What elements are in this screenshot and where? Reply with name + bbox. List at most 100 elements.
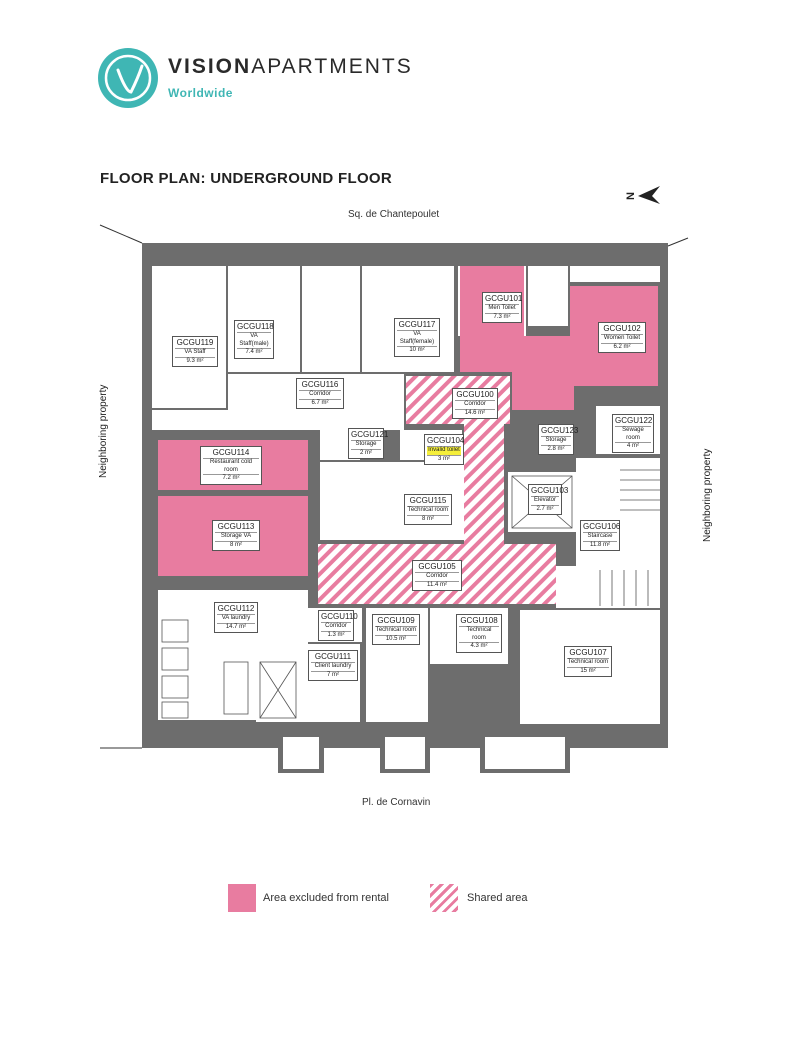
room-area: 8 m²: [407, 514, 449, 524]
room-area: 7.3 m²: [485, 312, 519, 322]
room-name: VA Staff(female): [397, 330, 437, 346]
room-area: 15 m²: [567, 666, 609, 676]
room-area: 7 m²: [311, 670, 355, 680]
room-area: 2.7 m²: [531, 504, 559, 514]
room-id: GCGU102: [603, 324, 641, 333]
room-name: Restaurant cold room: [203, 458, 259, 474]
room-id: GCGU106: [583, 522, 621, 531]
room-area: 2.8 m²: [541, 444, 571, 454]
room-id: GCGU110: [321, 612, 358, 621]
room-area: 11.8 m²: [583, 540, 617, 550]
room-id: GCGU119: [176, 338, 214, 347]
room-area: 4 m²: [615, 442, 651, 451]
room-id: GCGU103: [531, 486, 569, 495]
room-name: Technical room: [407, 506, 449, 513]
legend-label-excluded: Area excluded from rental: [263, 892, 389, 904]
room-name: Corridor: [299, 390, 341, 399]
room-name: Women Toilet: [601, 334, 643, 343]
room-id: GCGU111: [314, 652, 352, 661]
room-name: Storage: [351, 440, 381, 449]
legend-label-shared: Shared area: [467, 892, 528, 904]
room-id: GCGU105: [418, 562, 456, 571]
room-id: GCGU112: [217, 604, 255, 613]
room-area: 10.5 m²: [375, 634, 417, 644]
svg-text:N: N: [625, 192, 637, 200]
room-id: GCGU117: [398, 320, 436, 329]
area-shared-corridor-link: [464, 424, 504, 550]
area-excluded-corridor: [512, 336, 574, 410]
room-name: VA Staff: [175, 348, 215, 357]
room-id: GCGU115: [409, 496, 447, 505]
room-name: Technical room: [375, 626, 417, 633]
room-id: GCGU104: [427, 436, 465, 445]
room-name: Corridor: [455, 400, 495, 409]
room-id: GCGU121: [351, 430, 389, 439]
room-name: VA laundry: [217, 614, 255, 623]
room-name: Storage: [541, 436, 571, 445]
room-id: GCGU118: [237, 322, 274, 331]
room-id: GCGU101: [485, 294, 523, 303]
room-id: GCGU123: [541, 426, 579, 435]
room-area: 4.3 m²: [459, 642, 499, 651]
room-area: 11.4 m²: [415, 580, 459, 590]
compass-icon: N: [624, 184, 664, 206]
room-id: GCGU107: [569, 648, 607, 657]
room-area: 10 m²: [397, 346, 437, 355]
room-area: 3 m²: [427, 454, 461, 464]
logo-icon: [98, 48, 158, 108]
legend-swatch-excluded: [228, 884, 256, 912]
room-id: GCGU114: [212, 448, 250, 457]
room-name: Sewage room: [615, 426, 651, 442]
room-name: Storage VA: [215, 532, 257, 541]
room-name: Technical room: [459, 626, 499, 642]
room-name: Client laundry: [311, 662, 355, 671]
legend-swatch-shared: [430, 884, 458, 912]
brand-subtitle: Worldwide: [168, 86, 233, 100]
room-area: 9.3 m²: [175, 356, 215, 366]
street-label-top: Sq. de Chantepoulet: [348, 209, 440, 220]
room-area: 14.6 m²: [455, 408, 495, 418]
room-area: 6.7 m²: [299, 398, 341, 408]
room-id: GCGU109: [377, 616, 415, 625]
room-name: Corridor: [321, 622, 351, 631]
room-id: GCGU122: [615, 416, 653, 425]
room-name: Corridor: [415, 572, 459, 581]
room-area: 8 m²: [215, 540, 257, 550]
room-name: Men Toilet: [485, 304, 519, 313]
room-area: 2 m²: [351, 448, 381, 458]
room-name: VA Staff(male): [237, 332, 271, 348]
brand-name: VISIONAPARTMENTS: [168, 55, 413, 78]
room-name: Elevator: [531, 496, 559, 505]
street-label-bottom: Pl. de Cornavin: [362, 797, 431, 808]
room-id: GCGU108: [460, 616, 498, 625]
room-id: GCGU116: [301, 380, 339, 389]
room-id: GCGU113: [217, 522, 255, 531]
room-area: 7.4 m²: [237, 348, 271, 357]
room-area: 1.3 m²: [321, 630, 351, 640]
room-area: 7.2 m²: [203, 474, 259, 483]
room-name: Staircase: [583, 532, 617, 541]
